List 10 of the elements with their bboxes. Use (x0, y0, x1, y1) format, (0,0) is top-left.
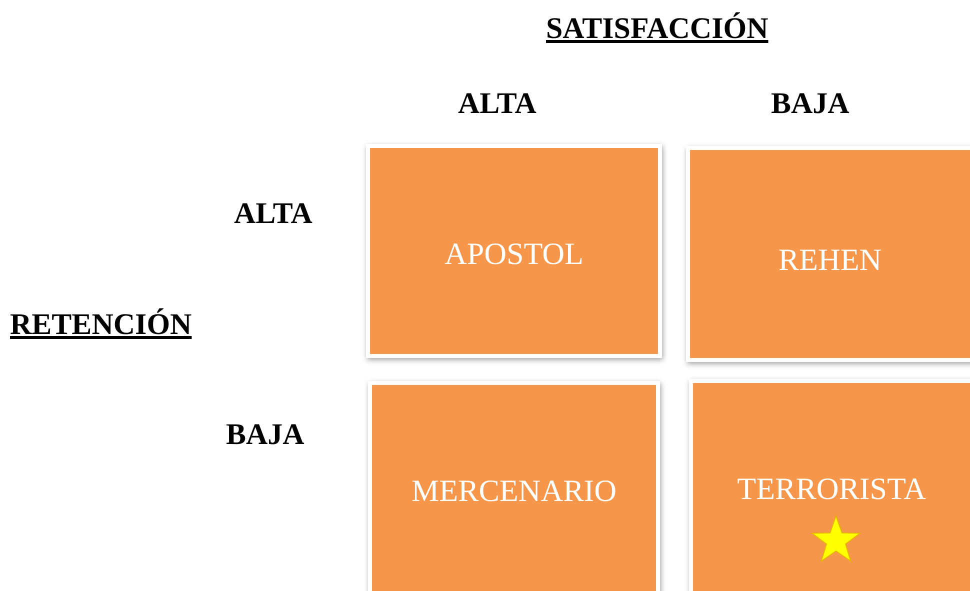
axis-level-label: ALTA (458, 87, 536, 121)
quadrant-label: REHEN (777, 242, 883, 278)
quadrant-label: MERCENARIO (410, 473, 618, 509)
axis-level-label: BAJA (771, 87, 850, 121)
quadrant-label: APOSTOL (444, 236, 584, 272)
axis-level-label: BAJA (226, 418, 304, 452)
axis-title: SATISFACCIÓN (546, 12, 768, 46)
quadrant-label: TERRORISTA (736, 471, 927, 507)
axis-title: RETENCIÓN (10, 308, 192, 342)
axis-level-label: ALTA (234, 197, 312, 231)
